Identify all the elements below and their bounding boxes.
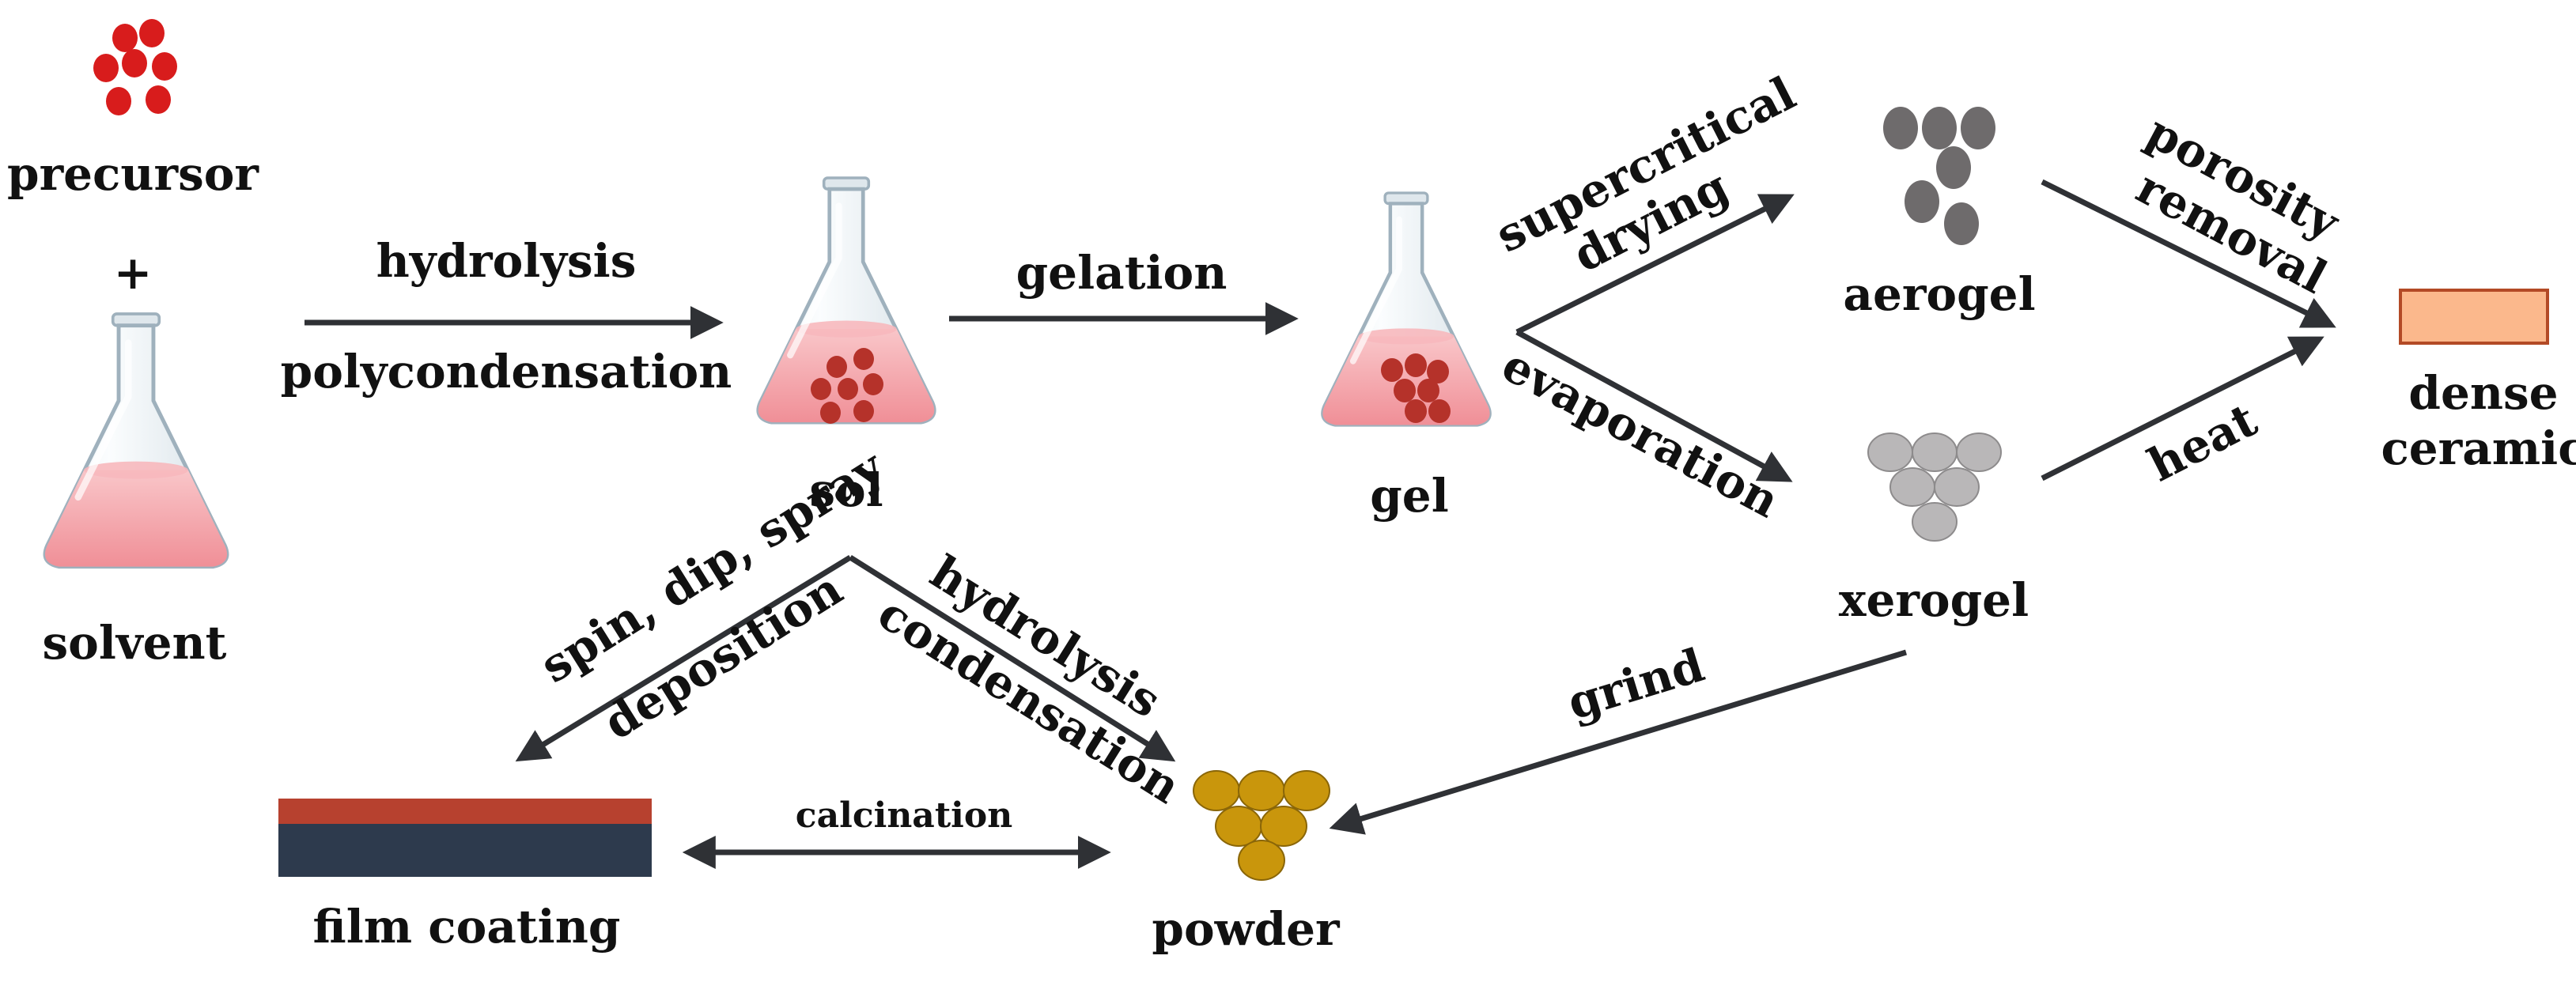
dense-ceramic-label-line1: dense [2408, 366, 2558, 420]
aerogel-label: aerogel [1843, 267, 2035, 321]
aerogel-particles-icon [1883, 107, 1995, 245]
edge-label-hydrolysis: hydrolysis [376, 234, 637, 288]
arrow-gel-to-xerogel [1515, 329, 1793, 482]
powder-label: powder [1152, 902, 1341, 956]
edge-label-polycondensation: polycondensation [281, 345, 732, 398]
arrow-sol-to-powder [849, 555, 1176, 762]
arrow-aerogel-to-dense-ceramic [2041, 179, 2336, 328]
plus-sign: + [114, 246, 153, 300]
precursor-label: precursor [7, 147, 259, 201]
film-substrate-icon [278, 824, 652, 877]
solvent-flask-icon [45, 314, 227, 567]
film-coating-label: film coating [313, 900, 621, 954]
powder-particles-icon [1193, 770, 1330, 881]
dense-ceramic-label-line2: ceramic [2381, 421, 2576, 475]
edge-label-calcination: calcination [796, 795, 1012, 836]
dense-ceramic-block-icon [2399, 289, 2549, 345]
edge-label-evaporation: evaporation [1493, 338, 1787, 528]
gel-label: gel [1370, 469, 1449, 523]
sol-label: sol [809, 463, 883, 517]
sol-particles-icon [811, 348, 883, 424]
arrow-sol-to-film-coating [515, 555, 852, 762]
arrow-xerogel-to-dense-ceramic [2041, 336, 2324, 482]
edge-label-heat: heat [2139, 393, 2265, 493]
precursor-particles-icon [93, 19, 177, 115]
arrow-gel-to-aerogel [1515, 194, 1795, 335]
film-top-layer-icon [278, 799, 652, 824]
edge-label-gelation: gelation [1016, 246, 1227, 300]
arrow-xerogel-to-powder [1329, 649, 1908, 835]
xerogel-label: xerogel [1839, 573, 2029, 627]
xerogel-particles-icon [1867, 432, 2002, 542]
solvent-label: solvent [43, 616, 227, 670]
gel-particles-icon [1381, 353, 1451, 423]
